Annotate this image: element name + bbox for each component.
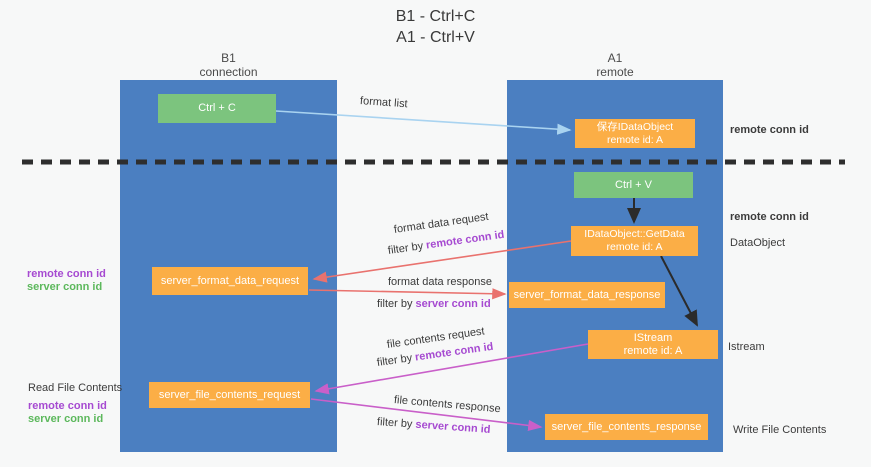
left-file-conn-id-labels: Read File Contents remote conn id server… (28, 382, 122, 426)
istream-side-label: Istream (728, 341, 765, 353)
read-file-contents-label: Read File Contents (28, 382, 123, 394)
lane-header-a1-role: remote (596, 65, 634, 79)
idataobject-getdata-line2: remote id: A (606, 241, 663, 253)
lane-header-b1-name: B1 (221, 51, 236, 65)
write-file-contents-label: Write File Contents (733, 424, 827, 436)
right-remote-conn-id-label-top: remote conn id (730, 124, 809, 136)
save-idataobject-line1: 保存IDataObject (596, 120, 674, 133)
server-file-contents-response-node: server_file_contents_response (545, 414, 708, 440)
format-data-request-arrow (312, 240, 572, 283)
remote-conn-id-label: remote conn id (28, 400, 107, 412)
lane-header-a1-name: A1 (607, 51, 623, 65)
ctrl-c-node: Ctrl + C (158, 94, 276, 123)
server-file-contents-response-label: server_file_contents_response (551, 420, 702, 433)
format-data-response-arrow (308, 288, 507, 300)
filter-prefix: filter by (377, 298, 416, 310)
server-format-data-request-label: server_format_data_request (160, 274, 300, 287)
server-format-data-response-label: server_format_data_response (513, 288, 661, 301)
server-file-contents-request-label: server_file_contents_request (158, 388, 301, 401)
format-list-arrow (275, 110, 572, 135)
filter-by-server-conn-id-label-1: filter by server conn id (377, 298, 491, 310)
save-idataobject-node: 保存IDataObject remote id: A (575, 119, 695, 148)
server-format-data-response-node: server_format_data_response (509, 282, 665, 308)
dataobject-label: DataObject (730, 237, 786, 249)
remote-conn-id-label: remote conn id (27, 268, 106, 280)
idataobject-getdata-node: IDataObject::GetData remote id: A (571, 226, 698, 256)
title-line-2: A1 - Ctrl+V (396, 29, 475, 46)
istream-line1: IStream (633, 331, 673, 344)
ctrl-v-label: Ctrl + V (615, 178, 652, 191)
server-conn-id-highlight: server conn id (415, 298, 491, 310)
server-conn-id-label: server conn id (28, 413, 104, 425)
lane-header-a1: A1 remote (507, 51, 723, 79)
server-conn-id-label: server conn id (27, 281, 103, 293)
istream-node: IStream remote id: A (588, 330, 718, 359)
ctrl-v-node: Ctrl + V (574, 172, 693, 198)
lane-header-b1-role: connection (199, 65, 258, 79)
file-contents-request-arrow (314, 343, 589, 395)
ctrl-c-label: Ctrl + C (198, 102, 236, 114)
diagram-title: B1 - Ctrl+C A1 - Ctrl+V (0, 6, 871, 48)
istream-line2: remote id: A (623, 344, 683, 357)
right-remote-conn-id-label-ctrlv: remote conn id (730, 211, 809, 223)
title-line-1: B1 - Ctrl+C (395, 8, 476, 25)
save-idataobject-line2: remote id: A (606, 133, 664, 146)
format-data-response-label: format data response (388, 276, 492, 288)
idataobject-getdata-line1: IDataObject::GetData (584, 228, 685, 240)
server-format-data-request-node: server_format_data_request (152, 267, 308, 295)
getdata-to-istream-arrow (660, 255, 698, 327)
left-format-conn-id-labels: remote conn id server conn id (27, 268, 106, 294)
server-file-contents-request-node: server_file_contents_request (149, 382, 310, 408)
lane-header-b1: B1 connection (120, 51, 337, 79)
file-contents-response-arrow (310, 398, 543, 432)
